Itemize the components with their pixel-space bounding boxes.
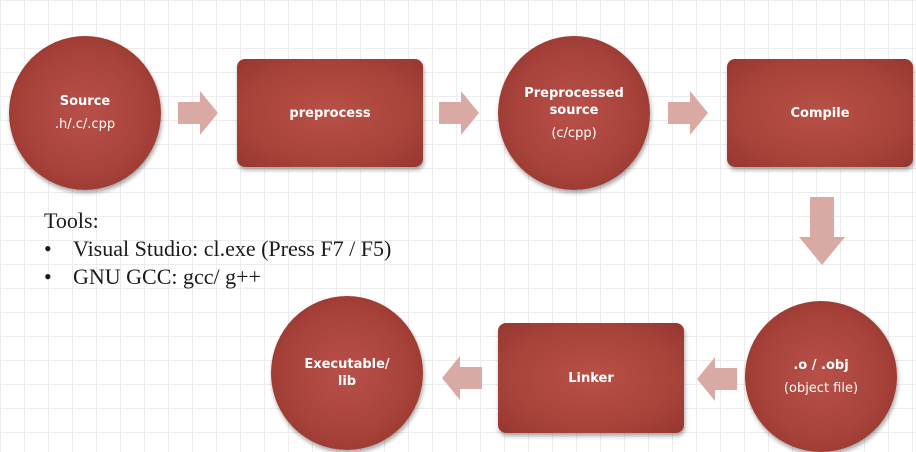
preprocessed-source-label: source <box>549 102 599 118</box>
linker-node: Linker <box>498 323 684 433</box>
list-item: • Visual Studio: cl.exe (Press F7 / F5) <box>44 235 391 263</box>
source-extensions-label: .h/.c/.cpp <box>54 117 116 132</box>
arrow-down-icon <box>799 197 845 265</box>
executable-lib-label: lib <box>337 374 357 389</box>
tool-visual-studio: Visual Studio: cl.exe (Press F7 / F5) <box>73 236 392 261</box>
object-file-node: .o / .obj (object file) <box>745 301 897 452</box>
executable-node: Executable/ lib <box>271 296 423 450</box>
preprocessed-type-label: (c/cpp) <box>551 125 597 141</box>
arrow-left-icon <box>442 356 482 400</box>
preprocess-node: preprocess <box>237 59 423 167</box>
object-file-label: (object file) <box>783 380 859 396</box>
preprocessed-label: Preprocessed <box>524 85 624 101</box>
compile-node: Compile <box>727 59 913 167</box>
compile-label: Compile <box>790 105 850 121</box>
arrow-right-icon <box>668 91 708 135</box>
bullet-icon: • <box>44 236 52 261</box>
tool-gnu-gcc: GNU GCC: gcc/ g++ <box>73 264 261 289</box>
arrow-left-icon <box>697 357 737 401</box>
preprocess-label: preprocess <box>289 105 371 121</box>
tools-section: Tools: • Visual Studio: cl.exe (Press F7… <box>44 207 391 291</box>
source-label: Source <box>59 94 111 109</box>
list-item: • GNU GCC: gcc/ g++ <box>44 263 391 291</box>
linker-label: Linker <box>568 370 614 386</box>
arrow-right-icon <box>439 91 479 135</box>
executable-label: Executable/ <box>304 357 390 372</box>
bullet-icon: • <box>44 264 52 289</box>
preprocessed-source-node: Preprocessed source (c/cpp) <box>498 36 650 190</box>
arrow-right-icon <box>178 91 218 135</box>
tools-list: • Visual Studio: cl.exe (Press F7 / F5) … <box>44 235 391 291</box>
object-label: .o / .obj <box>793 357 849 373</box>
source-node: Source .h/.c/.cpp <box>9 36 161 190</box>
tools-title: Tools: <box>44 208 99 233</box>
